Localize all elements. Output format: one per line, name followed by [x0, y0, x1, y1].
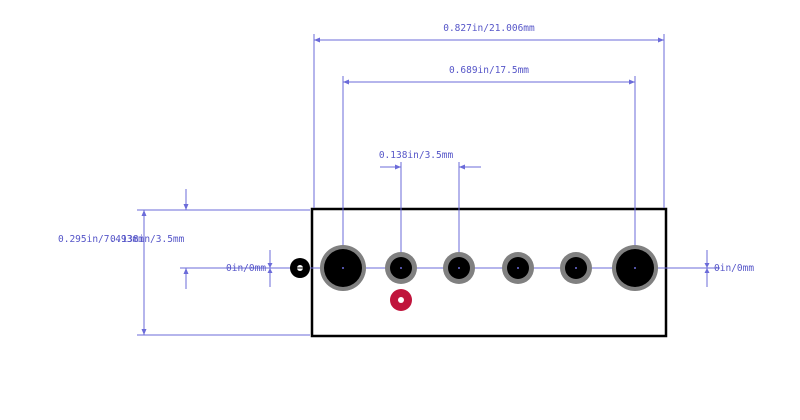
dimension-pad-row-offset: 0.138in/3.5mm	[110, 189, 297, 289]
dimension-overall-width: 0.827in/21.006mm	[313, 23, 665, 208]
component-body-outline	[310, 207, 668, 338]
pin1-marker	[390, 289, 412, 311]
dimension-origin-left: 0in/0mm	[226, 250, 273, 287]
pad-4	[560, 252, 592, 284]
pad-large-left	[320, 245, 366, 291]
pad-pitch-label: 0.138in/3.5mm	[379, 150, 454, 161]
pad-1	[385, 252, 417, 284]
pad-3	[502, 252, 534, 284]
overall-height-label: 0.295in/7.493mm	[58, 234, 144, 245]
pad-row-offset-label: 0.138in/3.5mm	[110, 234, 185, 245]
outer-pad-pitch-label: 0.689in/17.5mm	[449, 65, 529, 76]
origin-left-label: 0in/0mm	[226, 263, 266, 274]
dimension-overall-height: 0.295in/7.493mm	[58, 209, 310, 336]
overall-width-label: 0.827in/21.006mm	[443, 23, 535, 34]
dimension-outer-pad-pitch: 0.689in/17.5mm	[342, 65, 636, 266]
pad-large-right	[612, 245, 658, 291]
dimension-origin-right: 0in/0mm	[666, 250, 754, 287]
origin-marker	[290, 258, 310, 278]
dimension-pad-pitch: 0.138in/3.5mm	[379, 150, 481, 266]
pad-2	[443, 252, 475, 284]
origin-right-label: 0in/0mm	[714, 263, 754, 274]
